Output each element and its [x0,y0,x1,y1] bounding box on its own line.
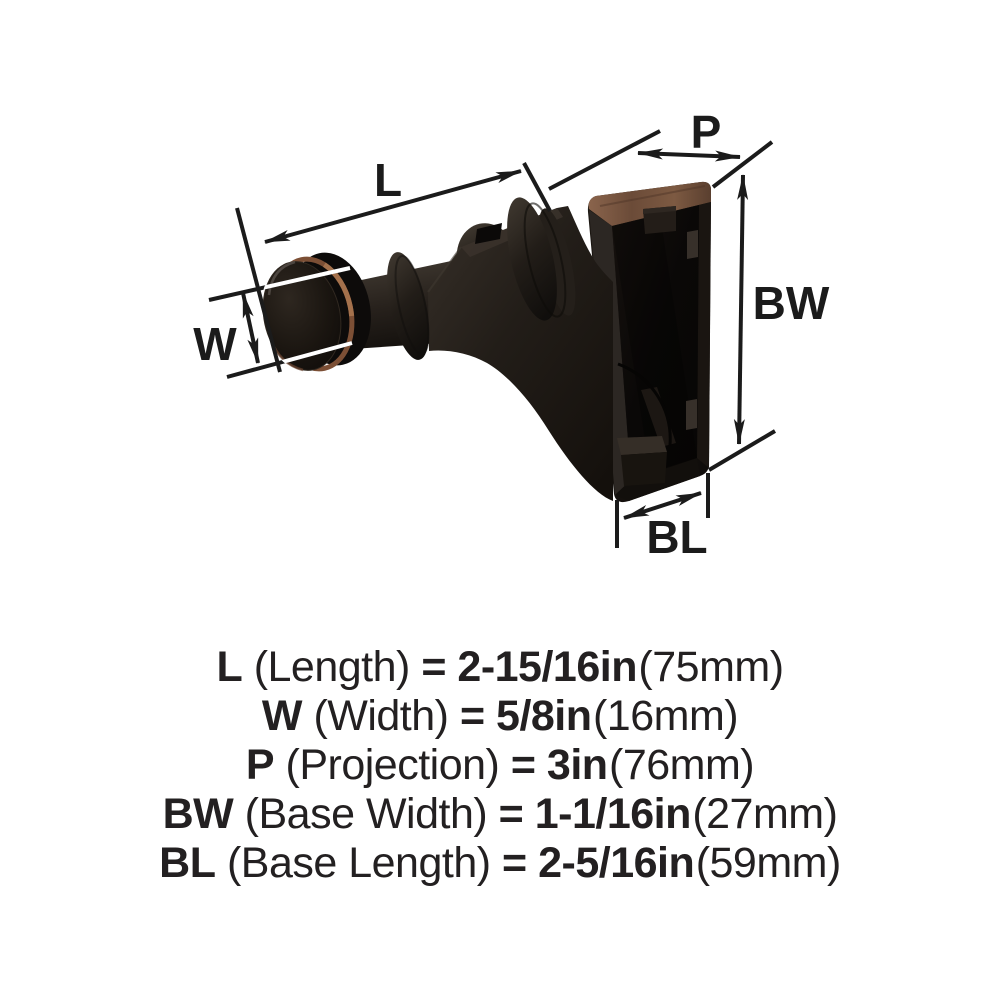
spec-name: (Width) [313,692,449,740]
spec-metric: (76mm) [609,741,755,789]
hook-illustration [262,181,711,503]
spec-name: (Base Width) [244,790,488,838]
spec-equals: = [498,790,524,838]
dim-bw-extension-bottom [707,429,777,472]
spec-value: 2-5/16in [538,839,695,887]
dim-bl-arrow [623,491,702,520]
dim-w-arrow [241,292,260,364]
spec-symbol: BW [162,790,234,838]
spec-equals: = [510,741,536,789]
dimension-lines-over-knob [251,266,353,379]
spec-line-width: W (Width) = 5/8in (16mm) [0,692,1000,741]
spec-equals: = [459,692,485,740]
spec-line-projection: P (Projection) = 3in (76mm) [0,741,1000,790]
dim-label-projection: P [691,106,722,158]
spec-metric: (16mm) [592,692,739,740]
spec-line-length: L (Length) = 2-15/16in (75mm) [0,643,1000,692]
dim-l-arrow [264,169,522,244]
spec-metric: (27mm) [692,790,838,838]
spec-symbol: W [261,692,303,740]
spec-name: (Base Length) [226,839,491,887]
spec-equals: = [421,643,446,691]
spec-symbol: L [216,643,243,691]
spec-value: 1-1/16in [534,790,692,838]
base-copper-rim [588,181,711,226]
dim-label-width: W [193,318,237,370]
spec-symbol: BL [159,839,216,887]
dim-p-extension-left [548,129,661,191]
spec-value: 5/8in [496,692,592,740]
hook-knob-cap [262,252,371,372]
dimension-specs: L (Length) = 2-15/16in (75mm) W (Width) … [0,643,1000,888]
spec-symbol: P [245,741,275,789]
dim-p-arrow [637,148,741,162]
dim-label-length: L [374,154,402,206]
spec-metric: (75mm) [638,643,784,691]
spec-name: (Projection) [285,741,500,789]
dim-p-extension-right [711,140,774,189]
spec-line-base-length: BL (Base Length) = 2-5/16in (59mm) [0,839,1000,888]
spec-line-base-width: BW (Base Width) = 1-1/16in (27mm) [0,790,1000,839]
dim-label-base-width: BW [753,277,830,329]
dim-l-extension-right [522,162,552,212]
spec-metric: (59mm) [695,839,842,887]
spec-value: 2-15/16in [457,643,637,691]
spec-name: (Length) [253,643,411,691]
spec-equals: = [502,839,527,887]
dim-label-base-length: BL [646,511,707,563]
spec-value: 3in [546,741,608,789]
dim-bw-arrow [733,174,749,445]
